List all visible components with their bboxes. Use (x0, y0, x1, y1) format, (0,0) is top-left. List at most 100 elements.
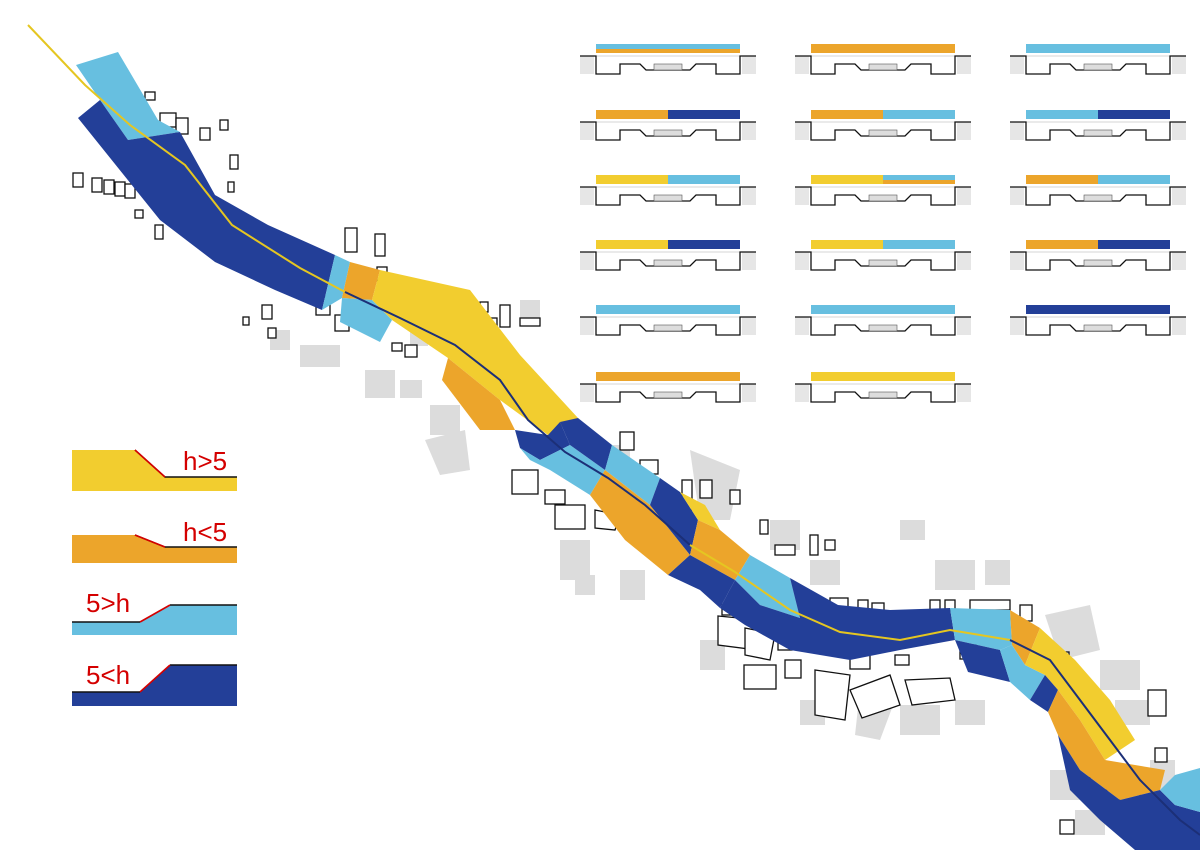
section-channel (868, 63, 898, 71)
section-ground (742, 252, 756, 270)
section-bar (1026, 305, 1170, 314)
cross-section (580, 44, 756, 75)
cross-section (795, 305, 971, 336)
section-ground (1010, 56, 1024, 74)
section-bar (811, 110, 883, 119)
section-bar (596, 305, 740, 314)
section-bar (1026, 44, 1170, 53)
section-ground (580, 384, 594, 402)
cross-section (580, 372, 756, 403)
section-ground (795, 122, 809, 140)
section-ground (1010, 317, 1024, 335)
band-segment (322, 255, 350, 310)
section-ground (580, 56, 594, 74)
section-bar (596, 44, 740, 49)
section-bar (596, 110, 668, 119)
band-segment (950, 608, 1012, 650)
section-bar (596, 175, 668, 184)
band-segment (442, 358, 515, 430)
band-segment (955, 640, 1010, 682)
section-channel (653, 129, 683, 137)
section-ground (795, 56, 809, 74)
section-ground (1172, 56, 1186, 74)
section-channel (653, 63, 683, 71)
section-bar (1026, 175, 1098, 184)
band-segment (1160, 768, 1200, 812)
legend-item-wall-high: 5<h (72, 660, 237, 706)
section-bar (811, 44, 955, 53)
cross-section (795, 175, 971, 206)
legend-item-slope-high: h>5 (72, 446, 237, 491)
band-segment (1000, 645, 1045, 700)
band-segment (605, 445, 660, 505)
band-segment (520, 445, 605, 495)
section-bar (883, 240, 955, 249)
section-ground (957, 187, 971, 205)
section-ground (742, 317, 756, 335)
section-bar (596, 240, 668, 249)
section-ground (580, 252, 594, 270)
section-ground (1172, 187, 1186, 205)
cross-section (1010, 110, 1186, 141)
band-segment (590, 470, 690, 575)
band-segment (1025, 628, 1135, 760)
section-bar (1026, 110, 1098, 119)
section-ground (742, 187, 756, 205)
cross-section (1010, 305, 1186, 336)
section-bar (811, 175, 883, 184)
section-bar (668, 110, 740, 119)
band-segment (1048, 690, 1165, 800)
section-bar (1026, 240, 1098, 249)
section-ground (795, 187, 809, 205)
band-segment (560, 418, 612, 470)
band-segment (78, 100, 335, 310)
cross-section (1010, 44, 1186, 75)
cross-section (1010, 240, 1186, 271)
band-segment (668, 555, 735, 608)
section-ground (957, 122, 971, 140)
band-segment (1030, 675, 1058, 712)
band-segment (1010, 610, 1040, 665)
section-channel (868, 194, 898, 202)
section-bar (1098, 110, 1170, 119)
band-segment (690, 520, 750, 580)
section-ground (580, 187, 594, 205)
cross-section (795, 44, 971, 75)
section-ground (580, 317, 594, 335)
section-ground (957, 384, 971, 402)
section-ground (795, 252, 809, 270)
cross-section (795, 110, 971, 141)
band-segment (650, 478, 698, 555)
band-segment (515, 422, 570, 460)
band-segment (372, 270, 578, 435)
section-channel (653, 194, 683, 202)
section-bar (668, 240, 740, 249)
section-bar (1098, 175, 1170, 184)
section-channel (1083, 194, 1113, 202)
section-ground (795, 384, 809, 402)
section-bar (811, 305, 955, 314)
section-ground (795, 317, 809, 335)
section-ground (1172, 122, 1186, 140)
section-channel (868, 259, 898, 267)
section-ground (742, 122, 756, 140)
band-segment (76, 52, 180, 140)
legend: h>5 h<5 5>h 5<h (72, 446, 237, 706)
section-channel (653, 259, 683, 267)
cross-section (580, 175, 756, 206)
section-bar (596, 372, 740, 381)
cross-section (795, 240, 971, 271)
band-segment (680, 492, 720, 530)
section-ground (1172, 252, 1186, 270)
section-ground (742, 384, 756, 402)
section-ground (1172, 317, 1186, 335)
legend-label: 5<h (86, 660, 130, 690)
cross-section (580, 110, 756, 141)
band-segment (1058, 735, 1200, 850)
section-ground (957, 317, 971, 335)
section-ground (957, 56, 971, 74)
legend-item-wall-low: 5>h (72, 588, 237, 635)
section-ground (580, 122, 594, 140)
